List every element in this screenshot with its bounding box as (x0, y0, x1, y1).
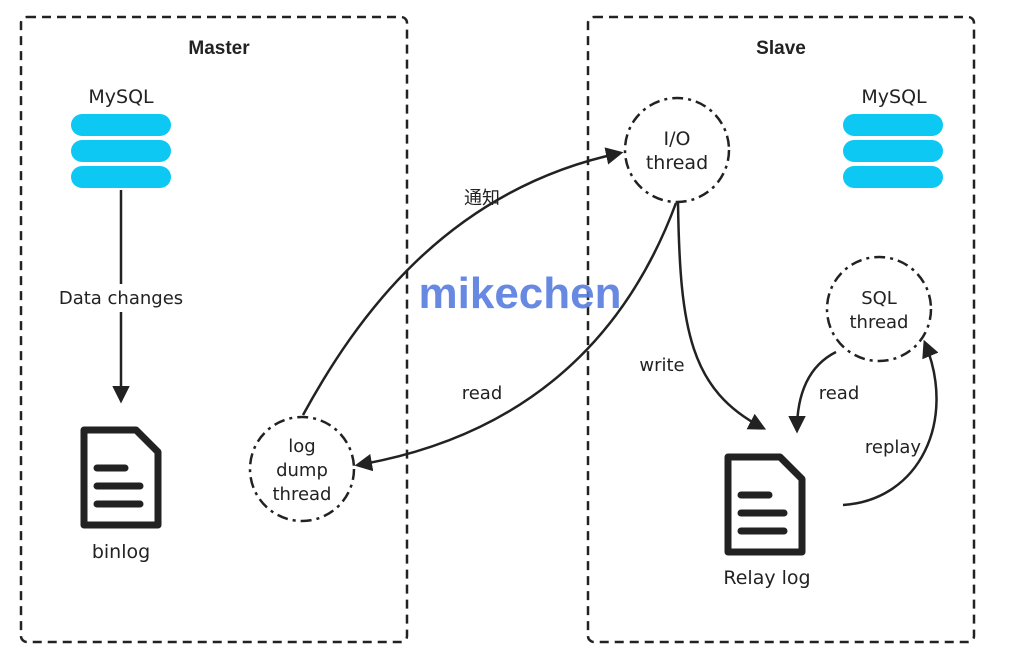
master-title: Master (188, 38, 250, 59)
watermark-text: mikechen (419, 269, 622, 318)
binlog-file-icon (80, 426, 162, 529)
slave-mysql-label: MySQL (861, 86, 927, 108)
log-dump-thread-node (248, 415, 356, 523)
log-dump-thread-line-2: dump (276, 460, 328, 481)
read-slave-label: read (819, 383, 860, 404)
master-group-box (19, 15, 409, 644)
replay-label: replay (865, 437, 922, 458)
io-thread-node (623, 96, 731, 204)
write-label: write (639, 355, 684, 376)
notify-label: 通知 (464, 188, 500, 209)
relay-log-file-icon (724, 453, 806, 556)
relay-log-label: Relay log (723, 567, 810, 589)
binlog-label: binlog (92, 541, 150, 563)
io-thread-line-1: I/O (664, 128, 691, 150)
write-arrow (676, 202, 767, 430)
read-slave-arrow (788, 350, 837, 434)
log-dump-thread-line-1: log (288, 436, 315, 457)
data-changes-label: Data changes (59, 288, 183, 309)
notify-arrow (301, 147, 624, 416)
log-dump-thread-line-3: thread (272, 484, 331, 505)
read-master-label: read (462, 383, 503, 404)
sql-thread-line-2: thread (849, 312, 908, 333)
sql-thread-node (825, 255, 933, 363)
master-mysql-label: MySQL (88, 86, 154, 108)
slave-database-icon (843, 114, 943, 188)
io-thread-line-2: thread (646, 152, 708, 174)
replay-arrow (842, 339, 939, 507)
sql-thread-line-1: SQL (861, 288, 897, 309)
master-database-icon (71, 114, 171, 188)
read-master-arrow (354, 202, 678, 472)
slave-group-box (586, 15, 976, 644)
slave-title: Slave (756, 38, 806, 59)
